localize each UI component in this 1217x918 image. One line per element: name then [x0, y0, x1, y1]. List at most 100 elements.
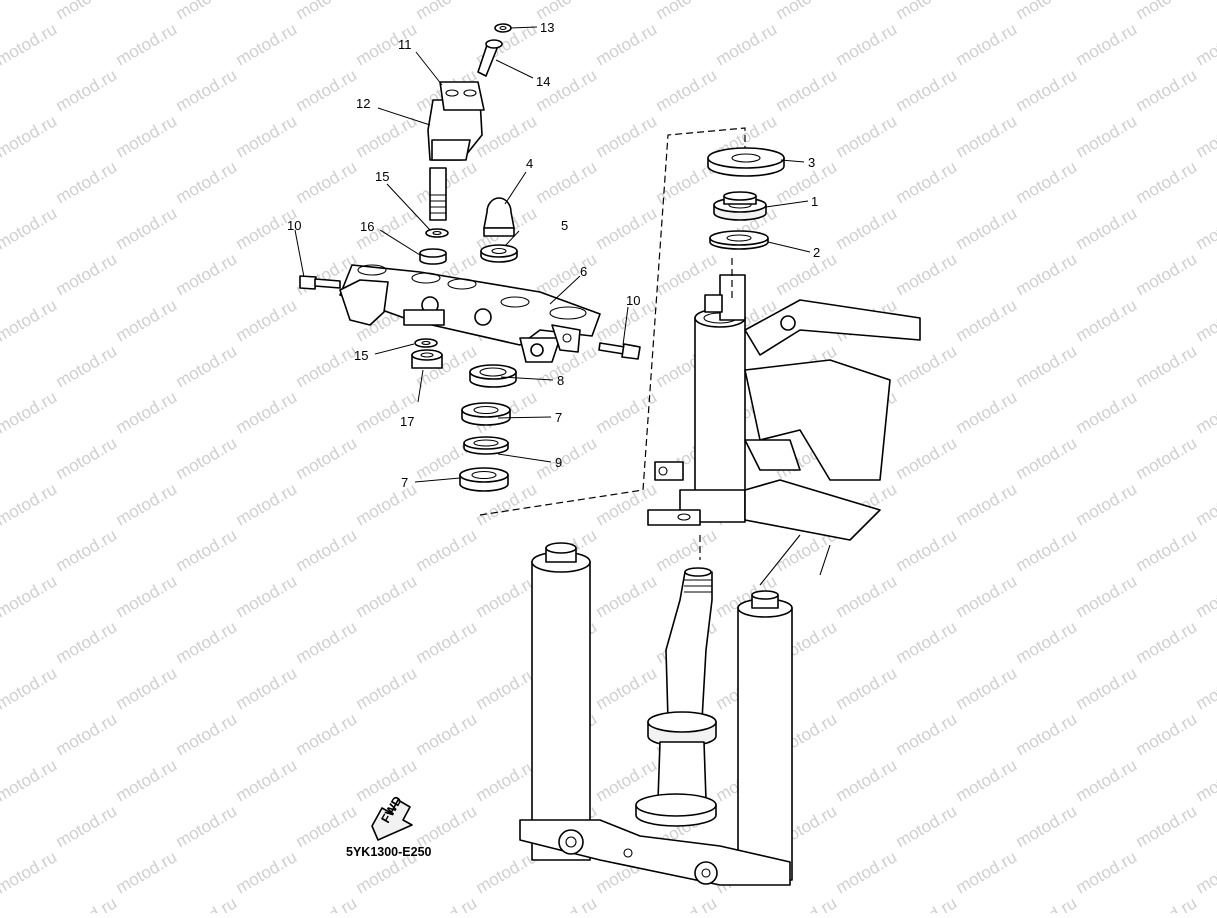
watermark-text: motod.ru: [593, 203, 661, 253]
watermark-text: motod.ru: [113, 663, 181, 713]
watermark-text: motod.ru: [0, 847, 60, 897]
watermark-text: motod.ru: [173, 617, 241, 667]
watermark-text: motod.ru: [893, 341, 961, 391]
watermark-text: motod.ru: [953, 387, 1021, 437]
watermark-text: motod.ru: [1073, 387, 1141, 437]
watermark-text: motod.ru: [1133, 525, 1201, 575]
watermark-text: motod.ru: [893, 433, 961, 483]
callout-6: 6: [580, 264, 587, 279]
watermark-text: motod.ru: [1133, 341, 1201, 391]
watermark-text: motod.ru: [113, 479, 181, 529]
part-5-washer: [481, 245, 517, 262]
watermark-text: motod.ru: [353, 479, 421, 529]
watermark-text: motod.ru: [833, 755, 901, 805]
watermark-text: motod.ru: [1193, 203, 1217, 253]
fork-tube-right: [738, 591, 792, 880]
watermark-text: motod.ru: [653, 0, 721, 23]
watermark-text: motod.ru: [293, 893, 361, 913]
watermark-text: motod.ru: [413, 617, 481, 667]
callout-17: 17: [400, 414, 414, 429]
watermark-text: motod.ru: [893, 525, 961, 575]
callout-2: 2: [813, 245, 820, 260]
part-7-ring-nut-upper: [462, 403, 510, 425]
watermark-text: motod.ru: [1073, 479, 1141, 529]
watermark-text: motod.ru: [413, 525, 481, 575]
watermark-text: motod.ru: [53, 433, 121, 483]
watermark-text: motod.ru: [293, 525, 361, 575]
part-1-bearing: [714, 192, 766, 220]
part-17-nut: [412, 350, 442, 368]
watermark-text: motod.ru: [773, 249, 841, 299]
watermark-text: motod.ru: [893, 617, 961, 667]
watermark-text: motod.ru: [1193, 387, 1217, 437]
watermark-text: motod.ru: [1073, 295, 1141, 345]
watermark-text: motod.ru: [473, 571, 541, 621]
watermark-text: motod.ru: [413, 801, 481, 851]
watermark-text: motod.ru: [113, 847, 181, 897]
callout-7-lower: 7: [401, 475, 408, 490]
watermark-text: motod.ru: [293, 801, 361, 851]
part-10-bolt-right: [599, 343, 640, 359]
watermark-text: motod.ru: [113, 295, 181, 345]
watermark-text: motod.ru: [113, 755, 181, 805]
watermark-text: motod.ru: [0, 479, 60, 529]
watermark-text: motod.ru: [0, 571, 60, 621]
watermark-text: motod.ru: [953, 755, 1021, 805]
watermark-text: motod.ru: [173, 65, 241, 115]
watermark-text: motod.ru: [173, 525, 241, 575]
watermark-text: motod.ru: [1073, 571, 1141, 621]
watermark-text: motod.ru: [53, 709, 121, 759]
watermark-text: motod.ru: [533, 893, 601, 913]
watermark-text: motod.ru: [1133, 617, 1201, 667]
watermark-text: motod.ru: [653, 249, 721, 299]
watermark-text: motod.ru: [1013, 341, 1081, 391]
callout-16: 16: [360, 219, 374, 234]
watermark-text: motod.ru: [293, 0, 361, 23]
watermark-text: motod.ru: [173, 249, 241, 299]
watermark-text: motod.ru: [1133, 157, 1201, 207]
watermark-text: motod.ru: [953, 203, 1021, 253]
watermark-text: motod.ru: [173, 0, 241, 23]
watermark-text: motod.ru: [0, 19, 60, 69]
watermark-text: motod.ru: [0, 387, 60, 437]
watermark-text: motod.ru: [113, 571, 181, 621]
watermark-text: motod.ru: [653, 525, 721, 575]
part-12-handlebar-holder: [428, 100, 482, 220]
steering-stem: [636, 568, 716, 826]
watermark-text: motod.ru: [233, 19, 301, 69]
callout-15-lower: 15: [354, 348, 368, 363]
callout-12: 12: [356, 96, 370, 111]
watermark-text: motod.ru: [833, 847, 901, 897]
watermark-text: motod.ru: [953, 295, 1021, 345]
watermark-text: motod.ru: [833, 111, 901, 161]
watermark-text: motod.ru: [173, 341, 241, 391]
watermark-text: motod.ru: [1133, 433, 1201, 483]
watermark-text: motod.ru: [893, 249, 961, 299]
callout-10-right: 10: [626, 293, 640, 308]
watermark-text: motod.ru: [893, 709, 961, 759]
watermark-text: motod.ru: [53, 341, 121, 391]
watermark-text: motod.ru: [1193, 479, 1217, 529]
watermark-text: motod.ru: [293, 617, 361, 667]
watermark-text: motod.ru: [1193, 19, 1217, 69]
watermark-text: motod.ru: [113, 19, 181, 69]
watermark-text: motod.ru: [53, 157, 121, 207]
callout-15-upper: 15: [375, 169, 389, 184]
watermark-text: motod.ru: [173, 801, 241, 851]
watermark-text: motod.ru: [1133, 709, 1201, 759]
watermark-text: motod.ru: [1073, 111, 1141, 161]
watermark-text: motod.ru: [0, 111, 60, 161]
watermark-text: motod.ru: [893, 157, 961, 207]
watermark-text: motod.ru: [1193, 111, 1217, 161]
watermark-text: motod.ru: [1193, 663, 1217, 713]
watermark-text: motod.ru: [0, 755, 60, 805]
watermark-text: motod.ru: [233, 479, 301, 529]
watermark-text: motod.ru: [1013, 65, 1081, 115]
watermark-text: motod.ru: [1013, 525, 1081, 575]
watermark-text: motod.ru: [1073, 663, 1141, 713]
watermark-text: motod.ru: [353, 571, 421, 621]
callout-1: 1: [811, 194, 818, 209]
watermark-text: motod.ru: [533, 433, 601, 483]
